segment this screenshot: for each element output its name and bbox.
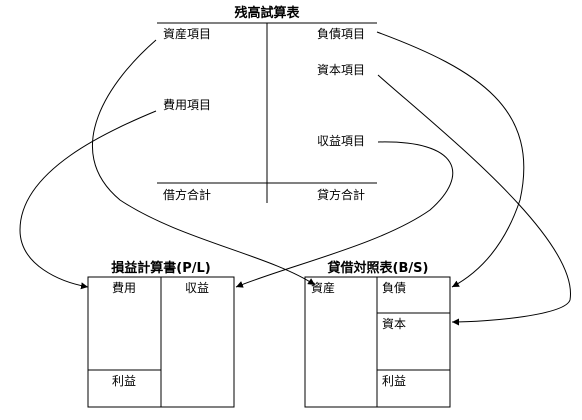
arrow-capital-to-bs [377,74,571,326]
bs-profit-label: 利益 [382,374,406,388]
bs-assets-label: 資産 [311,280,335,295]
trial-balance-title: 残高試算表 [234,5,300,21]
credit-total-label: 貸方合計 [317,187,365,202]
pl-profit-label: 利益 [112,374,136,388]
bs-liabilities-label: 負債 [382,280,406,295]
balance-sheet: 貸借対照表(B/S) 資産 負債 資本 利益 [304,260,451,408]
pl-expenses-label: 費用 [112,280,136,295]
arrow-revenue-to-pl [235,141,454,288]
flow-arrows [19,31,571,326]
trial-balance: 残高試算表 資産項目 費用項目 負債項目 資本項目 収益項目 借方合計 貸方合計 [157,5,377,203]
capital-items-label: 資本項目 [317,63,365,77]
pl-revenue-label: 収益 [185,281,209,295]
income-statement: 損益計算書(P/L) 費用 収益 利益 [87,260,235,408]
expense-items-label: 費用項目 [163,97,211,112]
balance-sheet-title: 貸借対照表(B/S) [328,260,429,276]
bs-capital-label: 資本 [382,317,406,331]
debit-total-label: 借方合計 [163,187,211,202]
arrow-expenses-to-pl [19,110,157,290]
arrow-assets-to-bs [91,39,316,286]
asset-items-label: 資産項目 [163,26,211,41]
arrow-liabilities-to-bs [376,31,525,288]
income-statement-title: 損益計算書(P/L) [111,260,210,276]
revenue-items-label: 収益項目 [317,134,365,148]
liability-items-label: 負債項目 [317,26,365,41]
